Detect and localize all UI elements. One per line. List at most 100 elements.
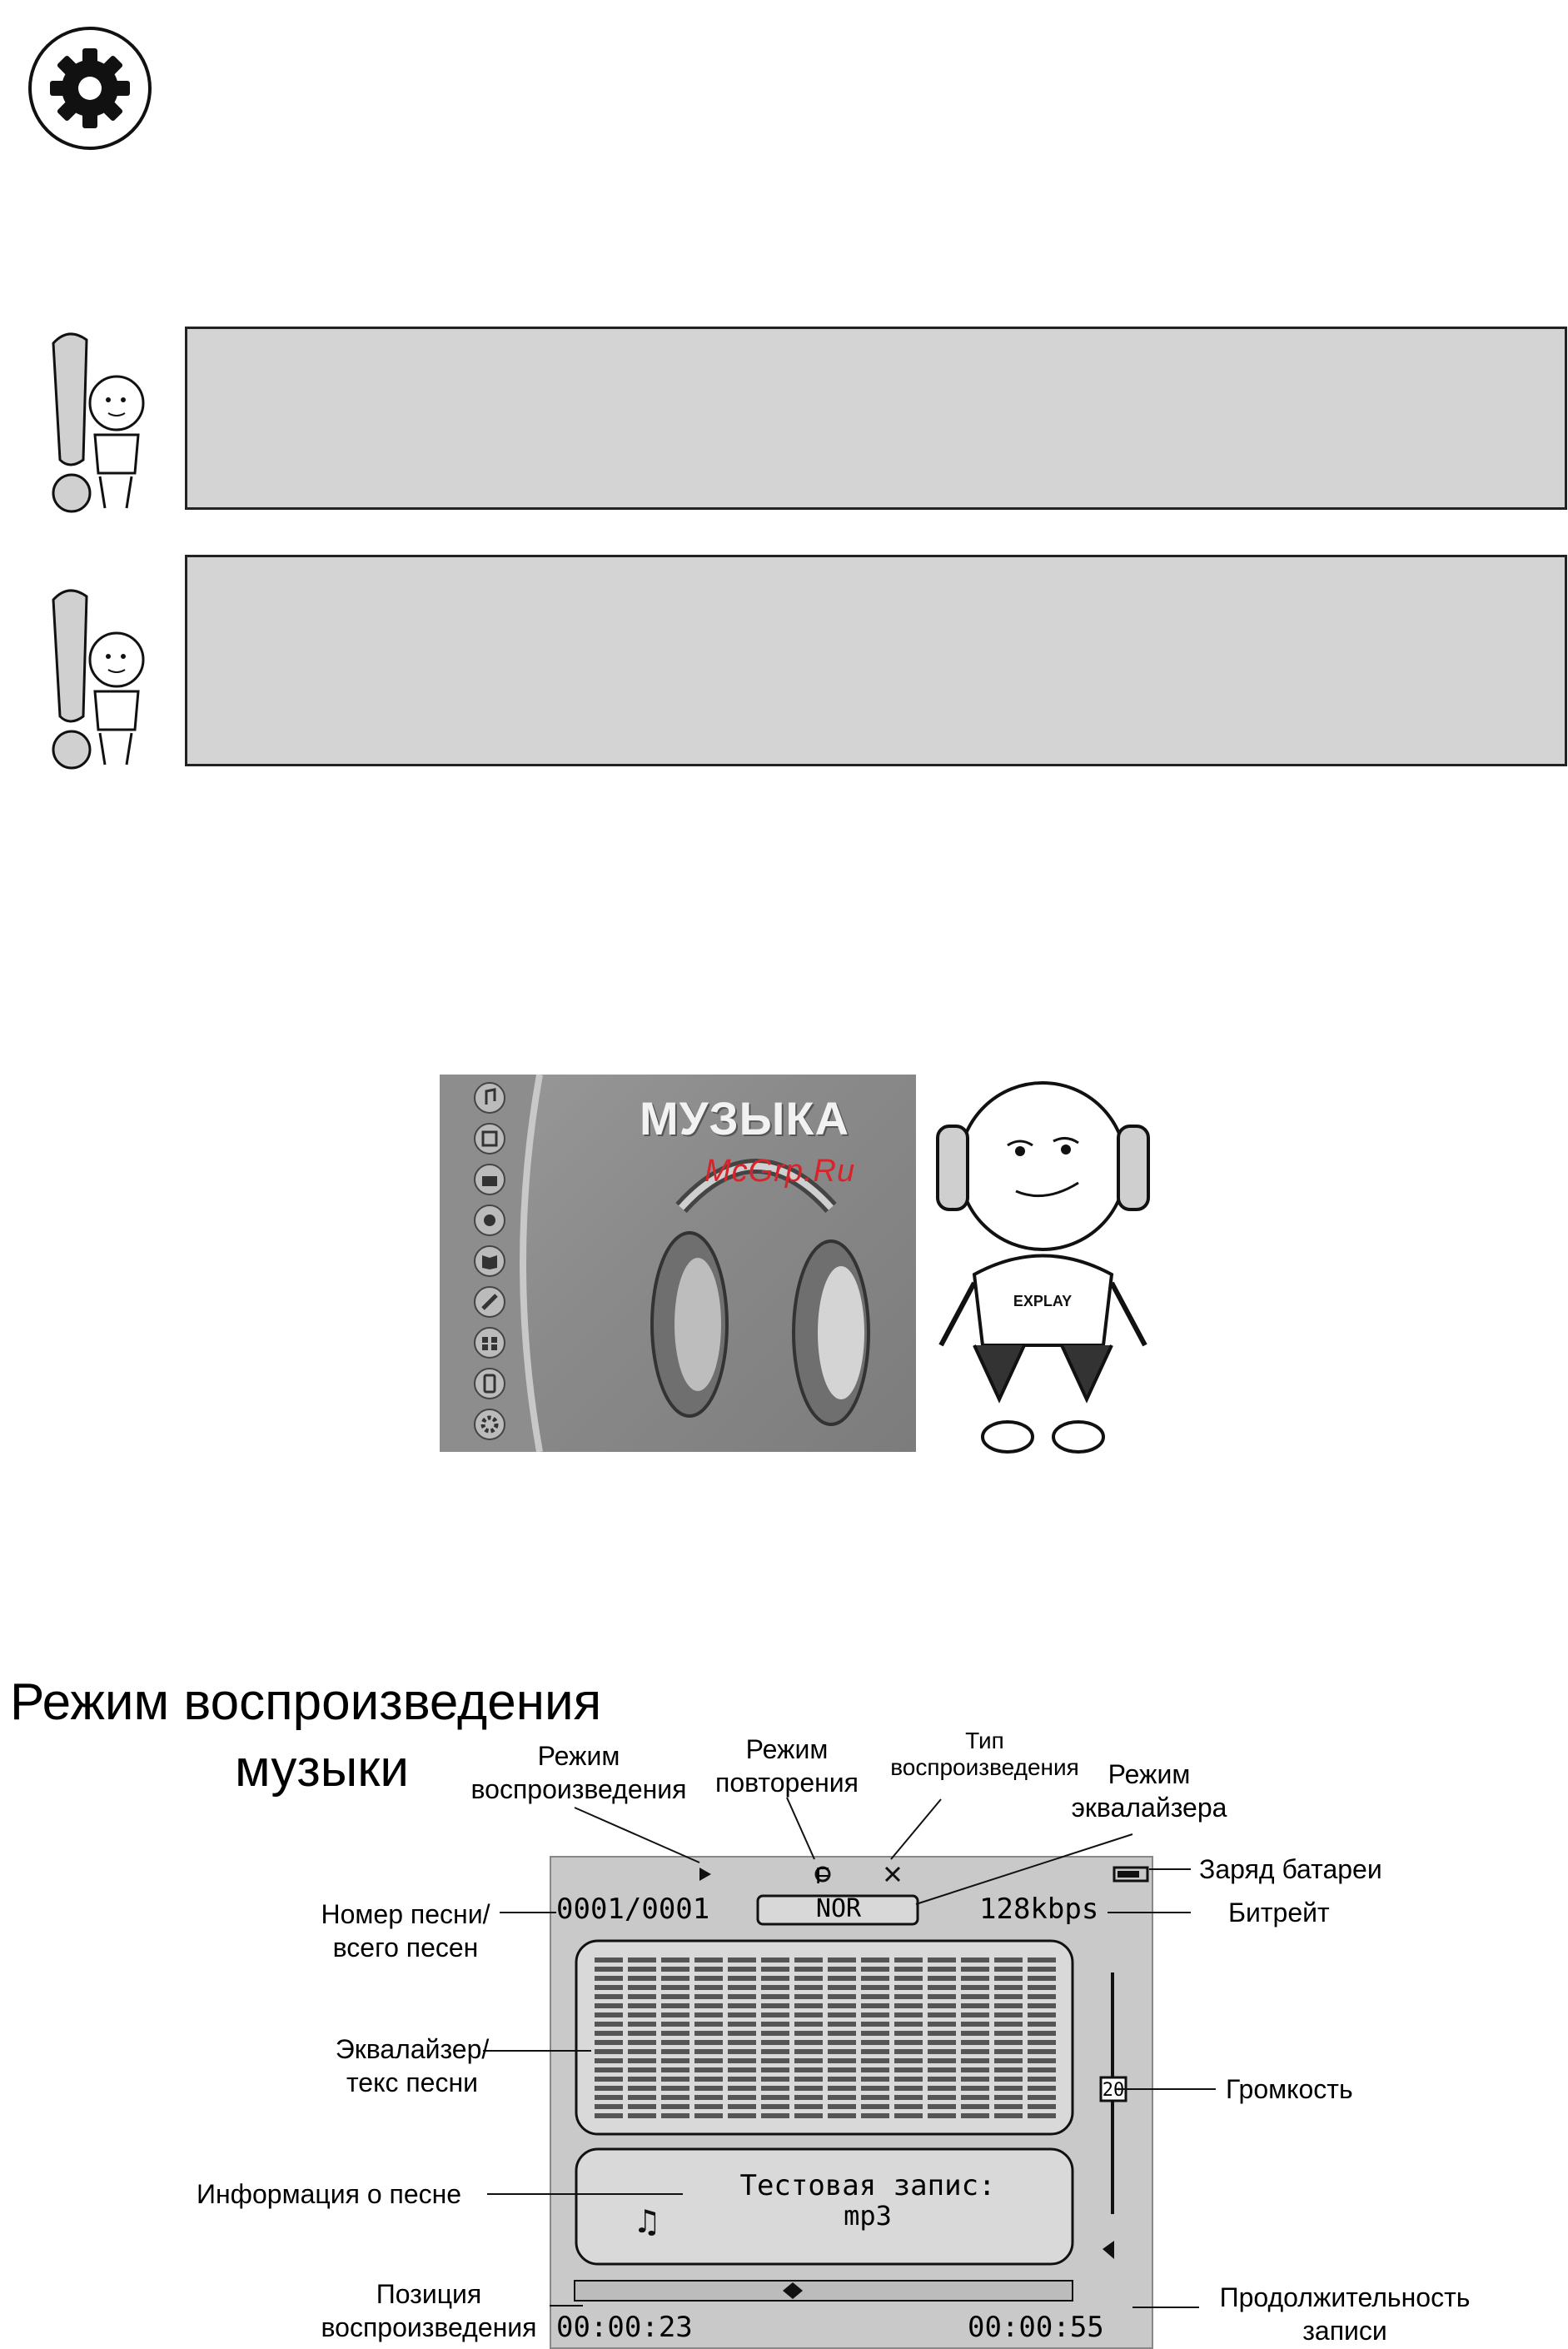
eq-segment [894,1994,923,1999]
eq-segment [728,2077,756,2082]
eq-segment [1028,2067,1056,2072]
eq-segment [994,2095,1023,2100]
eq-segment [761,1967,789,1972]
eq-segment [694,2086,723,2091]
eq-segment [661,2095,689,2100]
bitrate-value: 128kbps [979,1893,1099,1926]
eq-segment [728,2113,756,2118]
eq-segment [728,1967,756,1972]
speaker-icon [1103,2241,1114,2259]
eq-segment [894,2040,923,2045]
menu-arc [440,1075,870,1452]
eq-segment [761,2086,789,2091]
eq-segment [928,2022,956,2027]
label-volume: Громкость [1226,2074,1353,2104]
eq-segment [794,2040,823,2045]
recorder-icon [474,1204,505,1236]
eq-segment [728,2086,756,2091]
eq-segment [861,2003,889,2008]
exclamation-mascot-icon [52,332,145,513]
label-song-info: Информация о песне [197,2179,462,2209]
eq-segment [694,1958,723,1962]
eq-segment [861,1994,889,1999]
equalizer-bars [595,1958,1056,2118]
eq-segment [861,2077,889,2082]
eq-segment [928,2012,956,2017]
eq-segment [994,2049,1023,2054]
eq-segment [728,1994,756,1999]
eq-segment [628,2058,656,2063]
eq-segment [894,1967,923,1972]
eq-segment [1028,1994,1056,1999]
eq-segment [861,2049,889,2054]
volume-value: 20 [1102,2080,1125,2101]
eq-segment [595,1967,623,1972]
eq-segment [828,2113,856,2118]
eq-segment [1028,1985,1056,1990]
eq-segment [761,2003,789,2008]
eq-segment [661,1985,689,1990]
eq-segment [595,2040,623,2045]
eq-segment [1028,2022,1056,2027]
eq-segment [661,1976,689,1981]
eq-segment [761,1976,789,1981]
eq-segment [961,1967,989,1972]
eq-segment [928,2067,956,2072]
eq-segment [728,2012,756,2017]
eq-segment [828,2058,856,2063]
eq-segment [761,2104,789,2109]
eq-segment [628,2077,656,2082]
label-play-mode: Режим воспроизведения [470,1741,687,1804]
book-icon [474,1245,505,1277]
eq-segment [661,2086,689,2091]
eq-segment [1028,2077,1056,2082]
eq-segment [961,2058,989,2063]
eq-segment [728,1958,756,1962]
eq-segment [628,2095,656,2100]
label-battery: Заряд батареи [1199,1854,1382,1884]
eq-segment [861,1976,889,1981]
eq-segment [628,2012,656,2017]
eq-segment [595,2022,623,2027]
eq-segment [928,1967,956,1972]
eq-segment [794,1967,823,1972]
eq-segment [961,2095,989,2100]
eq-segment [628,2040,656,2045]
eq-segment [694,1985,723,1990]
eq-segment [794,2031,823,2036]
eq-segment [694,2104,723,2109]
eq-segment [994,2058,1023,2063]
radio-icon [474,1164,505,1195]
eq-segment [794,1985,823,1990]
eq-segment [1028,2086,1056,2091]
eq-segment [595,2113,623,2118]
eq-segment [628,1985,656,1990]
watermark: McGrp.Ru [704,1154,856,1189]
eq-segment [728,2058,756,2063]
gear-icon [474,1409,505,1440]
eq-segment [794,2086,823,2091]
eq-segment [994,2040,1023,2045]
eq-segment [828,2040,856,2045]
eq-segment [628,2104,656,2109]
eq-segment [628,2031,656,2036]
eq-segment [794,1994,823,1999]
eq-segment [628,1967,656,1972]
eq-segment [761,2113,789,2118]
eq-segment [894,2003,923,2008]
eq-segment [994,2086,1023,2091]
eq-segment [961,1985,989,1990]
eq-segment [794,2104,823,2109]
eq-segment [794,1958,823,1962]
exclamation-mascot-icon [52,589,145,770]
games-icon [474,1327,505,1359]
eq-segment [928,1976,956,1981]
eq-segment [894,2031,923,2036]
eq-segment [595,2012,623,2017]
note-box [185,327,1567,510]
diagram-title-line2: музыки [235,1740,410,1798]
eq-segment [928,2003,956,2008]
eq-segment [694,2040,723,2045]
duration-time: 00:00:55 [968,2311,1104,2344]
label-eq-mode: Режим эквалайзера [1071,1759,1227,1823]
